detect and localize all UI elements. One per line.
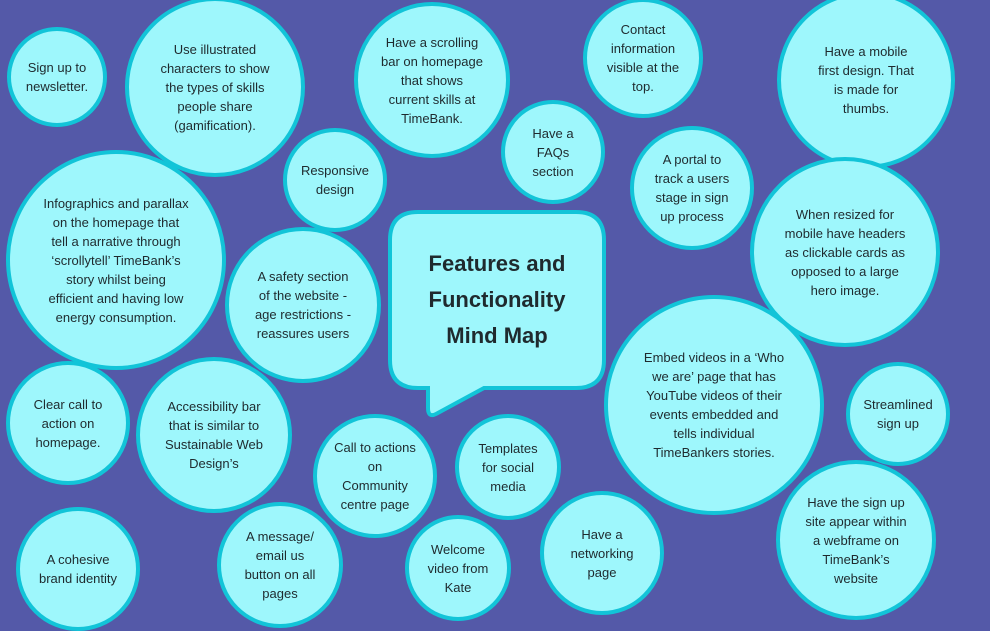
idea-text: Clear call to action on homepage. (33, 396, 103, 450)
mind-map-title: Features and Functionality Mind Map (428, 251, 566, 348)
idea-bubble: Contact information visible at the top. (583, 0, 703, 118)
idea-bubble: Sign up to newsletter. (7, 27, 107, 127)
idea-bubble: Clear call to action on homepage. (6, 361, 130, 485)
idea-bubble: Templates for social media (455, 414, 561, 520)
idea-text: Accessibility bar that is similar to Sus… (164, 399, 264, 471)
idea-bubble: A safety section of the website - age re… (225, 227, 381, 383)
idea-bubble: Have a mobile first design. That is made… (777, 0, 955, 169)
idea-bubble: Responsive design (283, 128, 387, 232)
idea-text: A cohesive brand identity (38, 552, 118, 586)
idea-text: Infographics and parallax on the homepag… (43, 195, 189, 325)
idea-text: Have a scrolling bar on homepage that sh… (381, 34, 483, 126)
idea-bubble: A cohesive brand identity (16, 507, 140, 631)
idea-text: Have a networking page (570, 526, 634, 580)
idea-text: Streamlined sign up (863, 397, 933, 431)
idea-bubble: Infographics and parallax on the homepag… (6, 150, 226, 370)
idea-bubble: Welcome video from Kate (405, 515, 511, 621)
idea-text: A portal to track a users stage in sign … (654, 152, 730, 224)
idea-bubble: Embed videos in a ‘Who we are’ page that… (604, 295, 824, 515)
idea-bubble: Have a scrolling bar on homepage that sh… (354, 2, 510, 158)
idea-bubble: A portal to track a users stage in sign … (630, 126, 754, 250)
idea-text: When resized for mobile have headers as … (784, 206, 906, 298)
idea-text: Call to actions on Community centre page (334, 440, 416, 512)
idea-text: Embed videos in a ‘Who we are’ page that… (643, 350, 785, 460)
idea-bubble: Have the sign up site appear within a we… (776, 460, 936, 620)
idea-bubble: Use illustrated characters to show the t… (125, 0, 305, 177)
idea-bubble: A message/ email us button on all pages (217, 502, 343, 628)
idea-bubble: Accessibility bar that is similar to Sus… (136, 357, 292, 513)
idea-text: Have the sign up site appear within a we… (805, 494, 907, 586)
speech-bubble-shape (388, 210, 606, 418)
idea-text: Responsive design (301, 163, 369, 197)
idea-bubble: Call to actions on Community centre page (313, 414, 437, 538)
central-topic-bubble: Features and Functionality Mind Map (388, 210, 606, 418)
idea-text: Welcome video from Kate (427, 541, 489, 595)
idea-text: Have a FAQs section (532, 125, 574, 179)
idea-text: Sign up to newsletter. (25, 60, 89, 94)
idea-bubble: Streamlined sign up (846, 362, 950, 466)
idea-bubble: When resized for mobile have headers as … (750, 157, 940, 347)
idea-text: Have a mobile first design. That is made… (818, 44, 914, 116)
idea-text: Templates for social media (478, 440, 538, 494)
idea-bubble: Have a networking page (540, 491, 664, 615)
idea-text: A safety section of the website - age re… (254, 269, 352, 341)
idea-text: Contact information visible at the top. (606, 22, 680, 94)
idea-text: Use illustrated characters to show the t… (160, 41, 270, 133)
idea-bubble: Have a FAQs section (501, 100, 605, 204)
idea-text: A message/ email us button on all pages (244, 529, 316, 601)
